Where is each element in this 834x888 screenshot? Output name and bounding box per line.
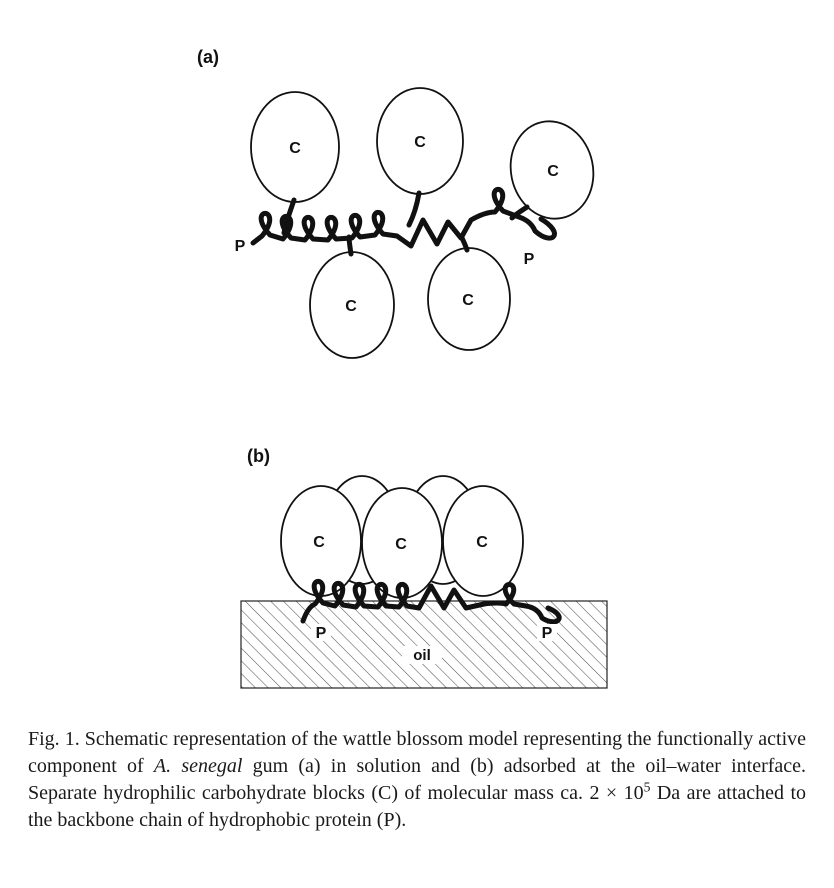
carbohydrate-block-label: C [395,536,407,553]
panel-b-label: (b) [247,446,270,466]
protein-label: P [524,251,535,268]
carbohydrate-block-label: C [289,140,301,157]
caption-species-italic: A. senegal [153,755,243,777]
carbohydrate-block-label: C [462,292,474,309]
protein-backbone-path [250,187,557,249]
label-backing [402,646,442,664]
protein-label: P [316,625,327,642]
label-backing [311,624,331,641]
caption-text: Da are attached to the backbone chain of… [28,782,806,831]
caption-mass-value: 2 × 10 [589,782,644,804]
carbohydrate-block-label: C [547,163,559,180]
carbohydrate-block-label: C [313,534,325,551]
oil-phase-rect [240,600,608,689]
label-backing [537,624,557,641]
carbohydrate-block-label: C [414,134,426,151]
panel-a-label: (a) [197,47,219,67]
protein-label: P [542,625,553,642]
caption-mass-exponent: 5 [643,779,651,795]
protein-label: P [235,238,246,255]
carbohydrate-block-ellipse [427,247,511,351]
carbohydrate-block-ellipse [509,120,595,220]
wattle-blossom-diagram: (a) C C C C C P P (b) C C [197,47,608,689]
carbohydrate-block-label: C [476,534,488,551]
figure-caption: Fig. 1. Schematic representation of the … [28,726,806,834]
protein-backbone-path [300,579,562,625]
caption-text: gum (a) in solution and (b) adsorbed at … [28,755,807,804]
oil-phase-label: oil [413,647,431,664]
carbohydrate-block-label: C [345,298,357,315]
caption-text: Fig. 1. Schematic representation of the … [28,728,806,777]
carbohydrate-block-ellipse [442,485,524,597]
